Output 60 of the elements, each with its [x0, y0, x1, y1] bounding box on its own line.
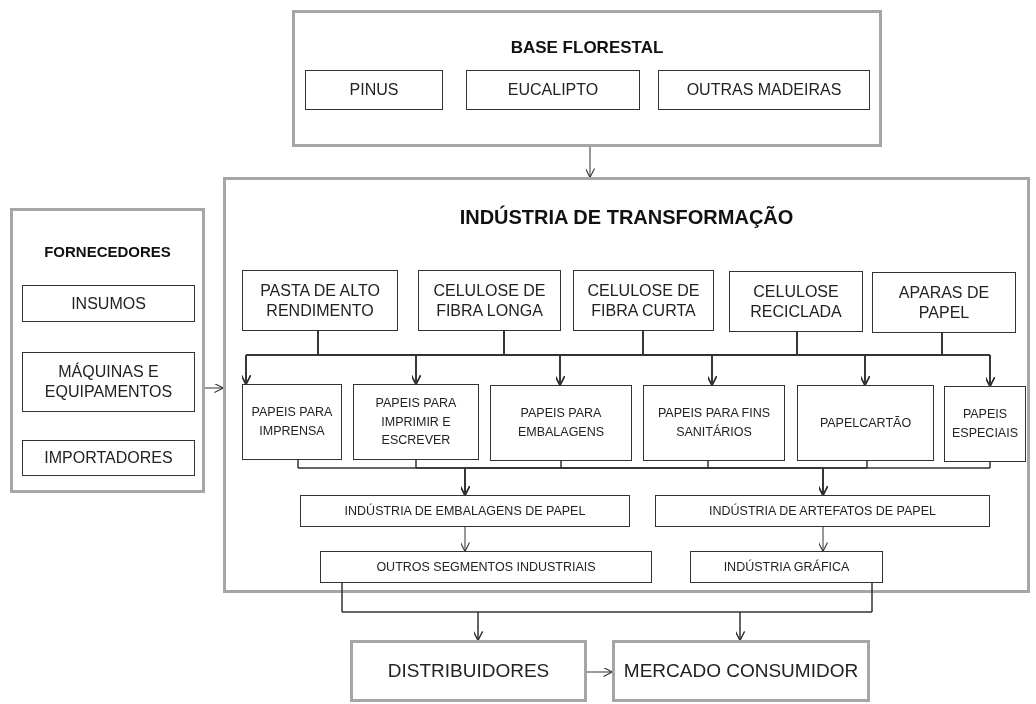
- process-box: [320, 551, 652, 583]
- box-label: PASTA DE ALTO RENDIMENTO: [259, 280, 381, 321]
- process-box: [490, 385, 632, 461]
- box-label: CELULOSE RECICLADA: [749, 281, 843, 322]
- box-label: APARAS DE PAPEL: [897, 282, 991, 323]
- box-label: MERCADO CONSUMIDOR: [623, 659, 859, 683]
- box-label: PAPEIS PARA IMPRIMIR E ESCREVER: [374, 394, 458, 450]
- category-box: [658, 70, 870, 110]
- process-box: [612, 640, 870, 702]
- category-box: [22, 285, 195, 322]
- arrow: [734, 582, 873, 641]
- group-box: [223, 177, 1030, 593]
- process-box: [872, 272, 1016, 333]
- group-title: INDÚSTRIA DE TRANSFORMAÇÃO: [458, 204, 795, 230]
- category-box: [22, 352, 195, 412]
- group-title: BASE FLORESTAL: [509, 37, 665, 59]
- box-label: IMPORTADORES: [44, 448, 173, 468]
- process-box: [300, 495, 630, 527]
- process-box: [944, 386, 1026, 462]
- process-box: [242, 270, 398, 331]
- box-label: INSUMOS: [71, 293, 146, 314]
- process-box: [353, 384, 479, 460]
- box-label: PAPEIS PARA IMPRENSA: [250, 404, 334, 440]
- group-box: [10, 208, 205, 493]
- arrow: [584, 146, 596, 178]
- box-label: OUTRAS MADEIRAS: [686, 80, 842, 100]
- box-label: CELULOSE DE FIBRA CURTA: [586, 280, 701, 321]
- process-box: [242, 384, 342, 460]
- process-box: [418, 270, 561, 331]
- category-box: [22, 440, 195, 476]
- box-label: PAPEIS PARA EMBALAGENS: [516, 405, 606, 441]
- process-box: [690, 551, 883, 583]
- box-label: INDÚSTRIA DE EMBALAGENS DE PAPEL: [344, 502, 586, 520]
- arrow: [459, 526, 471, 552]
- box-label: PINUS: [349, 80, 399, 100]
- process-box: [655, 495, 990, 527]
- category-box: [466, 70, 640, 110]
- process-box: [729, 271, 863, 332]
- arrow: [817, 461, 991, 496]
- process-box: [350, 640, 587, 702]
- box-label: INDÚSTRIA GRÁFICA: [723, 558, 850, 576]
- box-label: CELULOSE DE FIBRA LONGA: [432, 280, 547, 321]
- category-box: [305, 70, 443, 110]
- box-label: PAPELCARTÃO: [819, 414, 912, 432]
- box-label: PAPEIS ESPECIAIS: [951, 406, 1019, 442]
- group-title: FORNECEDORES: [43, 242, 172, 262]
- box-label: EUCALIPTO: [507, 80, 599, 100]
- box-label: OUTROS SEGMENTOS INDUSTRIAIS: [376, 558, 596, 576]
- process-box: [643, 385, 785, 461]
- process-box: [573, 270, 714, 331]
- box-label: PAPEIS PARA FINS SANITÁRIOS: [656, 405, 772, 441]
- box-label: INDÚSTRIA DE ARTEFATOS DE PAPEL: [709, 502, 936, 520]
- process-box: [797, 385, 934, 461]
- arrow: [817, 526, 829, 552]
- arrow: [586, 666, 613, 678]
- box-label: MÁQUINAS E EQUIPAMENTOS: [43, 362, 174, 402]
- arrow: [941, 332, 996, 387]
- box-label: DISTRIBUIDORES: [387, 659, 550, 683]
- group-box: [292, 10, 882, 147]
- arrow: [204, 382, 224, 394]
